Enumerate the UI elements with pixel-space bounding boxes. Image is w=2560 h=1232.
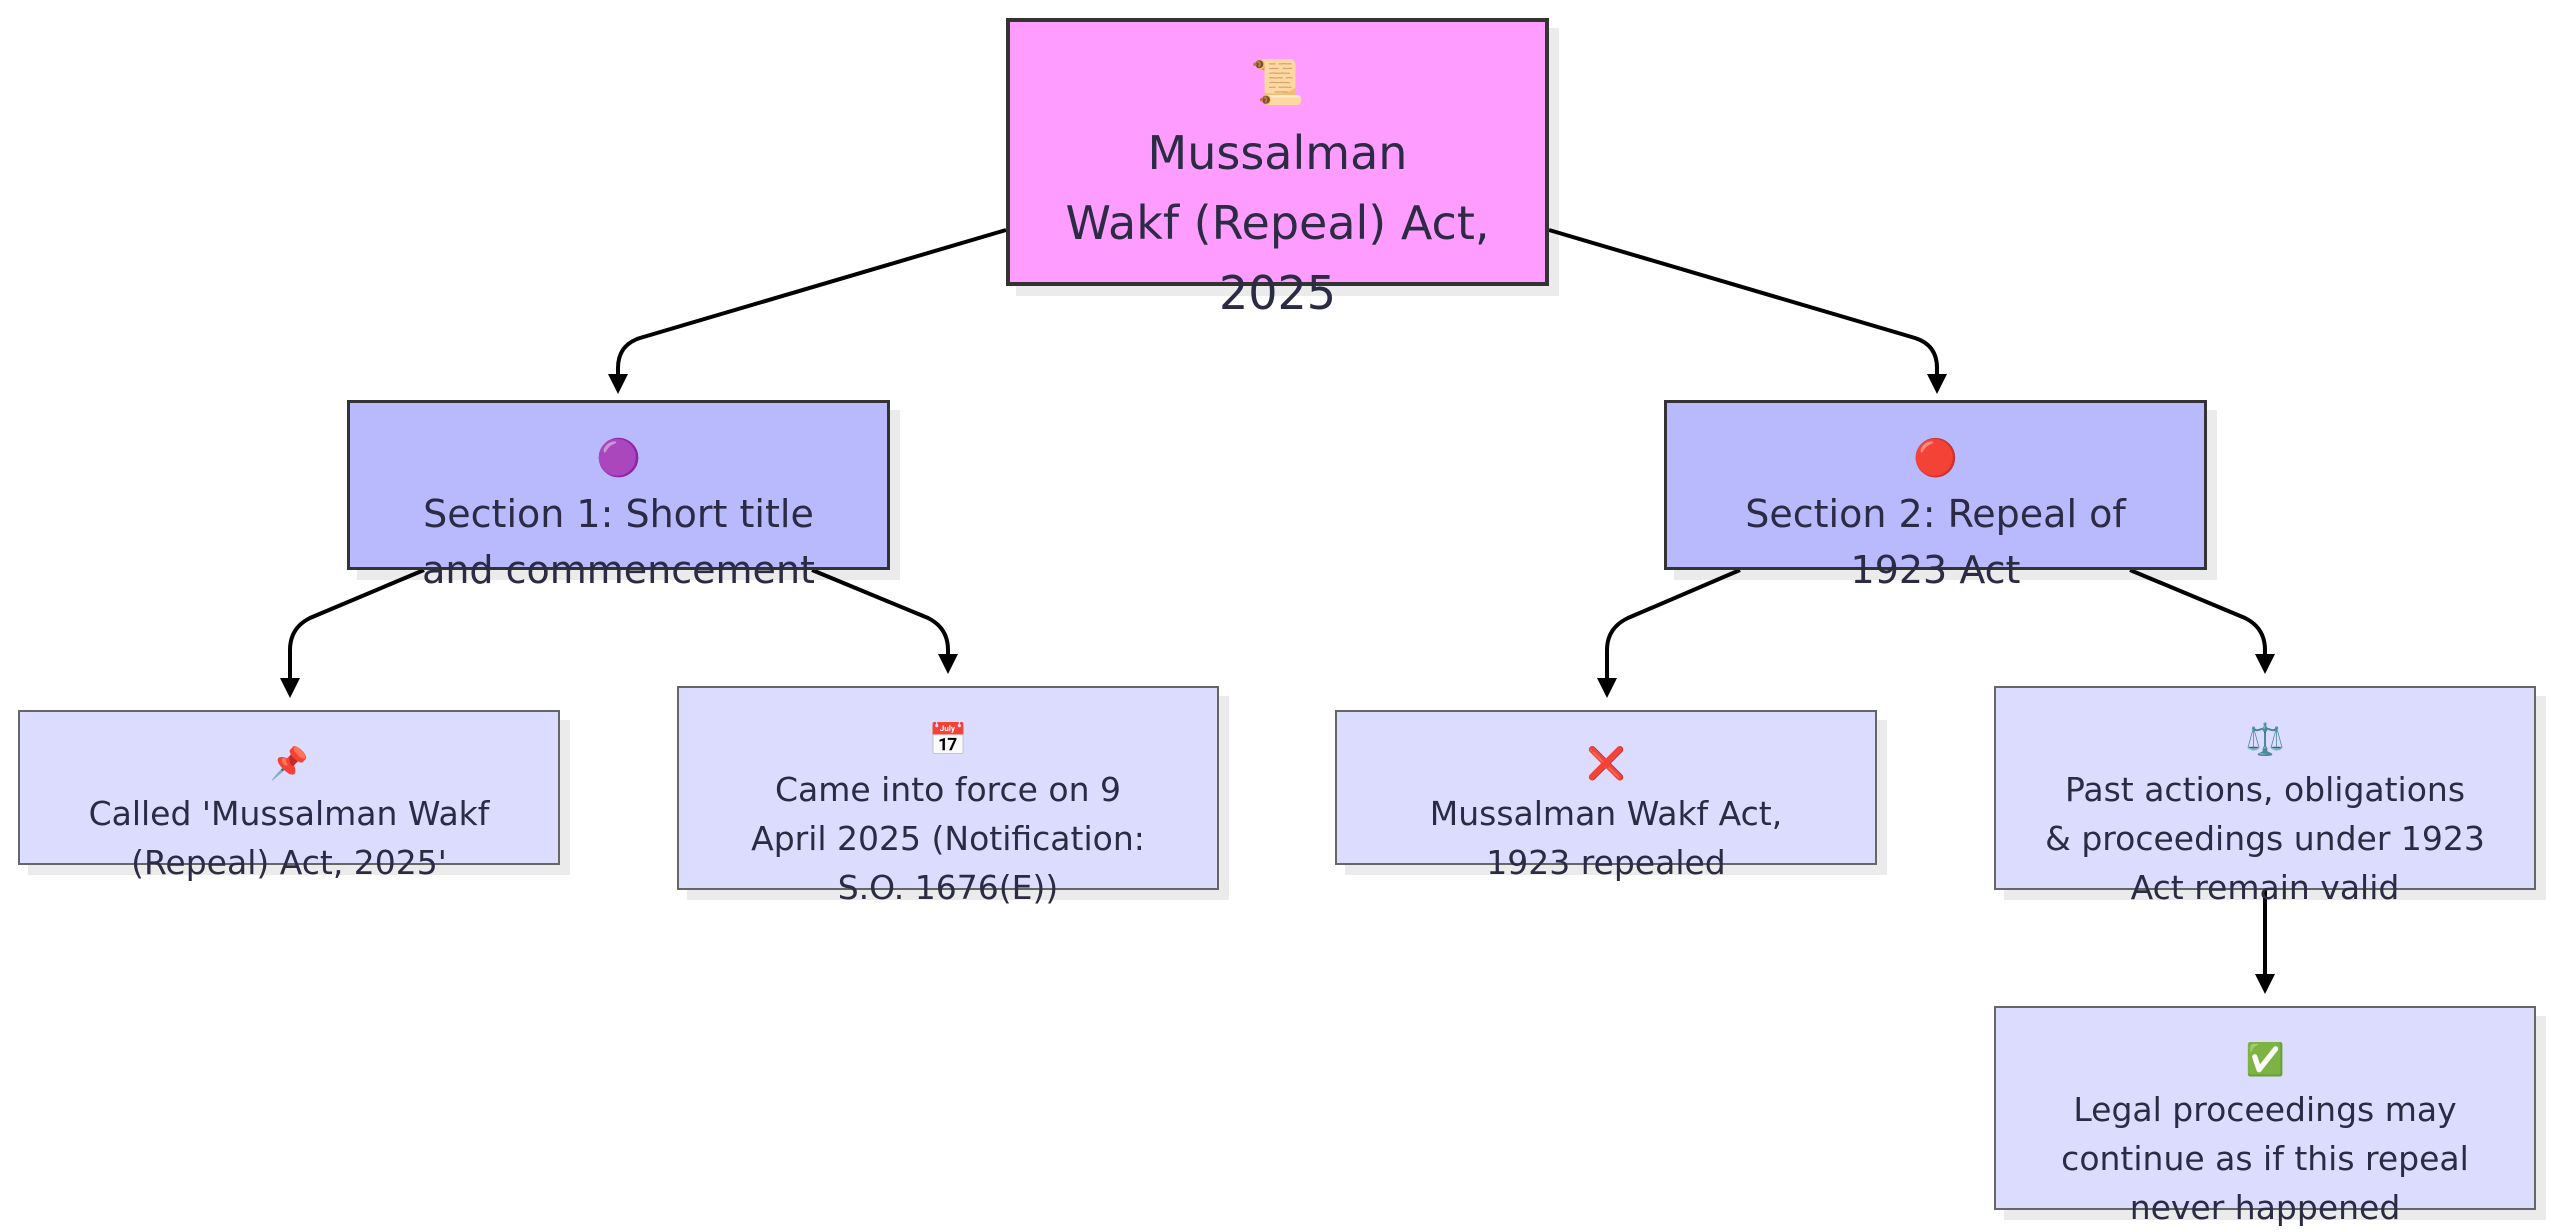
section1-text: Section 1: Short title and commencement — [422, 491, 815, 592]
node-legal-proceedings-continue: ✅ Legal proceedings may continue as if t… — [1994, 1006, 2536, 1227]
legal-text: Legal proceedings may continue as if thi… — [2061, 1089, 2469, 1227]
calendar-icon: 📅 — [928, 721, 968, 758]
node-section-1: 🟣 Section 1: Short title and commencemen… — [347, 400, 890, 592]
legal-label: ✅ Legal proceedings may continue as if t… — [2061, 985, 2469, 1232]
pushpin-icon: 📌 — [269, 745, 309, 782]
section2-label: 🔴 Section 2: Repeal of 1923 Act — [1745, 373, 2125, 598]
check-mark-icon: ✅ — [2245, 1041, 2285, 1078]
node-act-repealed: ❌ Mussalman Wakf Act, 1923 repealed — [1335, 710, 1877, 882]
edge-root-to-section1 — [608, 228, 1007, 394]
scales-icon: ⚖️ — [2245, 721, 2285, 758]
repealed-text: Mussalman Wakf Act, 1923 repealed — [1429, 793, 1783, 882]
node-called-name: 📌 Called 'Mussalman Wakf (Repeal) Act, 2… — [18, 710, 560, 882]
past-label: ⚖️ Past actions, obligations & proceedin… — [2045, 665, 2485, 912]
node-section-2: 🔴 Section 2: Repeal of 1923 Act — [1664, 400, 2207, 592]
root-label: 📜 Mussalman Wakf (Repeal) Act, 2025 — [1066, 0, 1490, 328]
section2-text: Section 2: Repeal of 1923 Act — [1745, 491, 2126, 592]
past-text: Past actions, obligations & proceedings … — [2045, 769, 2485, 907]
edge-section1-to-called — [280, 568, 425, 698]
edge-root-to-section2 — [1548, 228, 1947, 394]
section1-label: 🟣 Section 1: Short title and commencemen… — [422, 373, 815, 598]
edge-section2-to-past — [2129, 568, 2275, 674]
called-text: Called 'Mussalman Wakf (Repeal) Act, 202… — [88, 793, 490, 882]
hatched-circle-icon: 🟣 — [596, 436, 641, 479]
node-came-into-force: 📅 Came into force on 9 April 2025 (Notif… — [677, 686, 1219, 907]
edge-section2-to-repealed — [1597, 568, 1741, 698]
repealed-label: ❌ Mussalman Wakf Act, 1923 repealed — [1430, 689, 1782, 887]
root-text: Mussalman Wakf (Repeal) Act, 2025 — [1065, 126, 1490, 320]
node-root-act: 📜 Mussalman Wakf (Repeal) Act, 2025 — [1006, 18, 1549, 320]
edge-section1-to-force — [811, 568, 958, 674]
force-text: Came into force on 9 April 2025 (Notific… — [751, 769, 1145, 907]
cross-mark-icon: ❌ — [1586, 745, 1626, 782]
red-circle-icon: 🔴 — [1913, 436, 1958, 479]
force-label: 📅 Came into force on 9 April 2025 (Notif… — [751, 665, 1145, 912]
node-past-actions-valid: ⚖️ Past actions, obligations & proceedin… — [1994, 686, 2536, 907]
called-label: 📌 Called 'Mussalman Wakf (Repeal) Act, 2… — [89, 689, 490, 887]
scroll-icon: 📜 — [1250, 57, 1305, 108]
